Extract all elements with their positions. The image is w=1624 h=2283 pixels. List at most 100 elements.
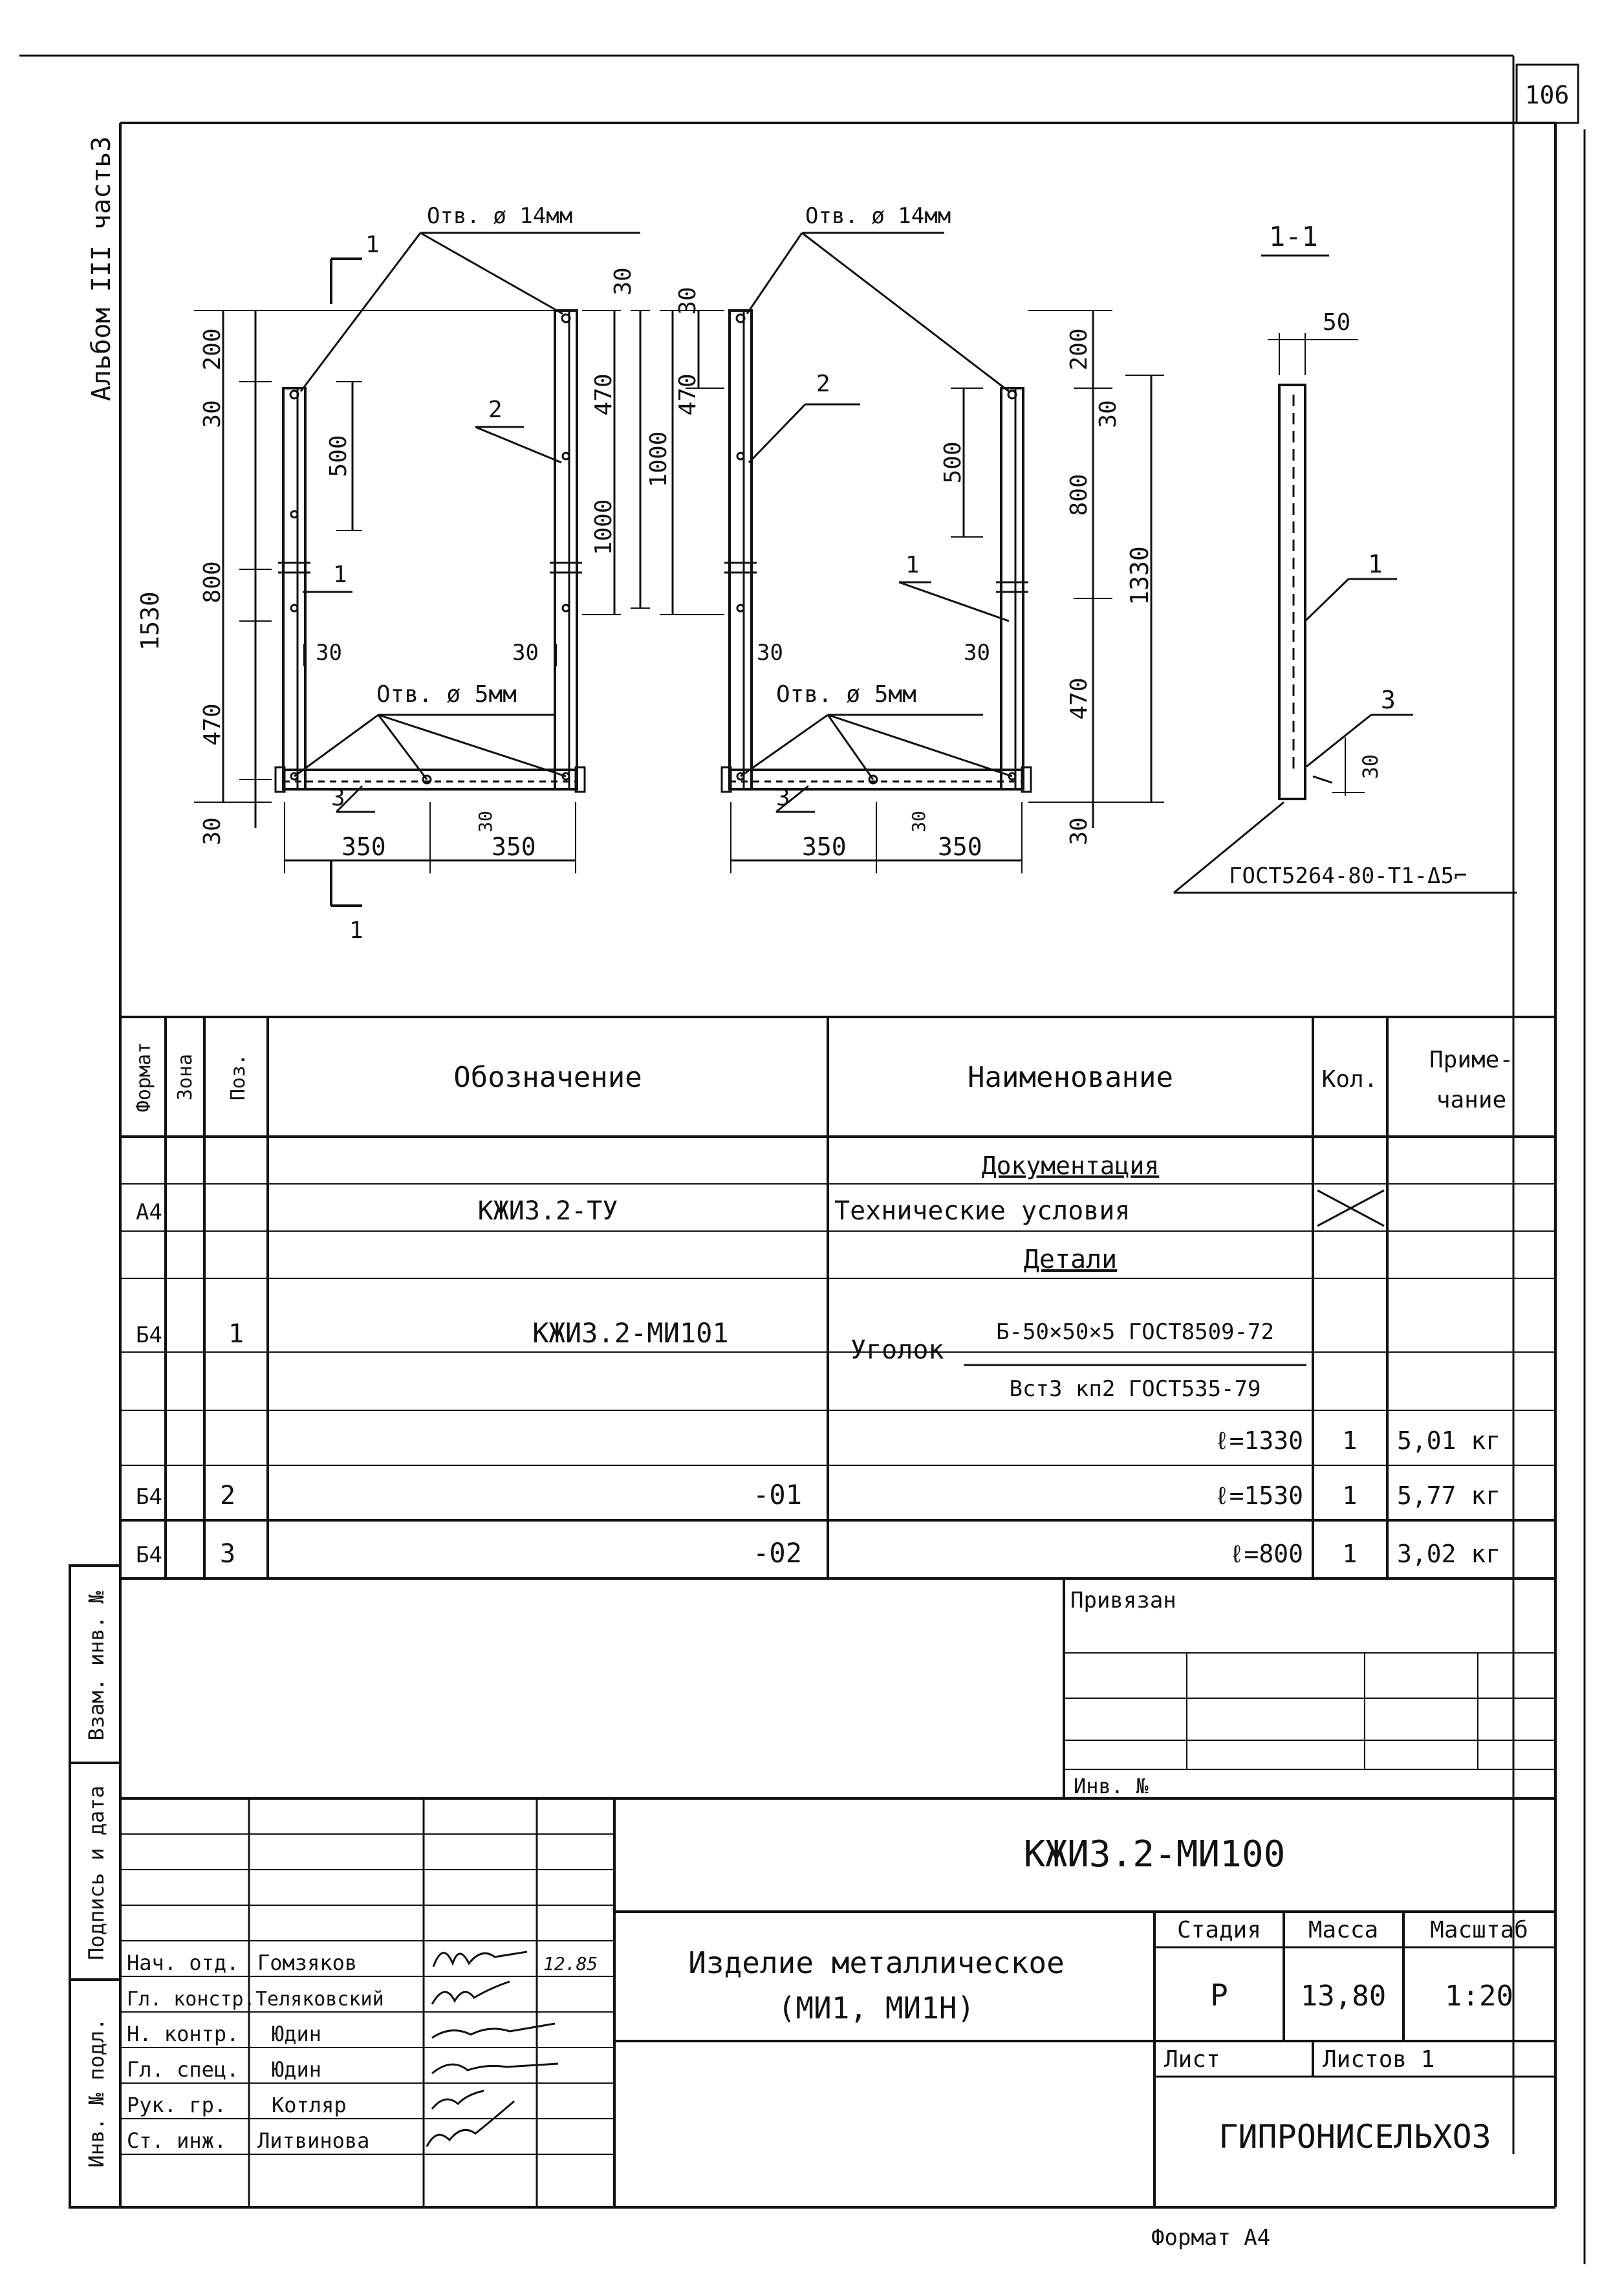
signer-role-3: Н. контр. [127, 2022, 239, 2046]
row-1-name: Технические условия [834, 1196, 1131, 1226]
dim-30-left-b: 30 [512, 640, 539, 666]
dim-470-r2: 470 [1066, 677, 1092, 719]
col-qty-header: Кол. [1322, 1066, 1378, 1093]
weld-note: ГОСТ5264-80-Т1-Δ5⌐ [1229, 863, 1467, 889]
section-1-1 [1173, 254, 1517, 894]
dim-1000-left: 1000 [590, 499, 617, 556]
section-1-1-labels: 1-1 50 1 3 30 ГОСТ5264-80-Т1-Δ5⌐ [1229, 221, 1467, 889]
row-2-name-top: Б-50×50×5 ГОСТ8509-72 [996, 1319, 1274, 1345]
row-3-name: ℓ=1330 [1215, 1426, 1303, 1455]
dim-30-r-a: 30 [757, 640, 783, 666]
handwritten-signatures [426, 1950, 559, 2147]
dim-350-left-a: 350 [341, 833, 386, 861]
dim-30-r-bottom: 30 [1066, 817, 1092, 845]
col-format-header: Формат [133, 1042, 155, 1112]
dim-500-r: 500 [940, 441, 966, 483]
dim-500-left: 500 [325, 435, 352, 477]
title-block-main: КЖИ3.2-МИ100 Изделие металлическое (МИ1,… [688, 1833, 1528, 2156]
dim-30-left-top: 30 [199, 400, 226, 428]
dim-1000-r: 1000 [645, 431, 672, 488]
dim-1530: 1530 [136, 591, 164, 651]
dim-30-r-b: 30 [964, 640, 990, 666]
format-label: Формат А4 [1151, 2225, 1270, 2251]
col-note-header-2: чание [1436, 1087, 1506, 1113]
signature-date-stamp: Подпись и дата [84, 1786, 109, 1960]
dim-800-left: 800 [199, 561, 226, 603]
row-5-pos: 3 [220, 1539, 235, 1569]
organization-name: ГИПРОНИСЕЛЬХОЗ [1218, 2118, 1491, 2156]
album-label: Альбом III часть3 [87, 137, 116, 401]
pos-1-label-left: 1 [333, 562, 347, 588]
dim-30-section: 30 [1358, 754, 1383, 780]
dim-30-r-right: 30 [1095, 400, 1121, 428]
spec-table-body: Документация Детали А4 КЖИ3.2-ТУ Техниче… [136, 1152, 1500, 1511]
row-2-pos: 1 [228, 1319, 244, 1349]
view-left [194, 232, 650, 907]
section-title: 1-1 [1269, 221, 1318, 252]
section-mark-bottom: 1 [349, 917, 363, 944]
pos-1-label-section: 1 [1368, 550, 1383, 578]
row-4-designation: -01 [753, 1479, 802, 1511]
col-pos-header: Поз. [227, 1054, 250, 1100]
dim-350-r-a: 350 [802, 833, 847, 861]
hole-5-label-right: Отв. ø 5мм [776, 681, 916, 708]
dim-470-r: 470 [675, 373, 701, 415]
row-5-format: Б4 [136, 1542, 162, 1568]
section-parts: Детали [1024, 1245, 1118, 1274]
row-4-note: 5,77 кг [1397, 1481, 1500, 1510]
dim-350-r-b: 350 [938, 833, 982, 861]
title-block-signers: Нач. отд. Гомзяков Гл. констр. Теляковск… [127, 1950, 598, 2153]
dim-470-right: 470 [590, 373, 617, 415]
attached-label: Привязан [1070, 1588, 1176, 1613]
hole-5-label-left: Отв. ø 5мм [376, 681, 517, 708]
dim-50: 50 [1323, 309, 1350, 336]
spec-table-header: Формат Зона Поз. Обозначение Наименовани… [133, 1042, 1513, 1113]
pos-3-label-right: 3 [776, 785, 790, 811]
item-name-line-2: (МИ1, МИ1Н) [778, 1991, 975, 2026]
item-name-line-1: Изделие металлическое [688, 1945, 1065, 1980]
row-2-designation: КЖИ3.2-МИ101 [532, 1317, 728, 1349]
col-zone-header: Зона [174, 1054, 197, 1100]
signer-role-5: Рук. гр. [127, 2093, 226, 2117]
binding-inv-label: Инв. № [1074, 1774, 1149, 1798]
side-stamp-column [69, 1564, 122, 2209]
hole-14-label-right: Отв. ø 14мм [805, 203, 951, 229]
row-5-name: ℓ=800 [1229, 1540, 1303, 1568]
pos-1-label-right: 1 [905, 552, 920, 578]
mass-value: 13,80 [1301, 1980, 1386, 2013]
col-name-header: Наименование [968, 1061, 1173, 1094]
row-2-format: Б4 [136, 1322, 162, 1348]
pos-3-label-left: 3 [331, 785, 345, 811]
signer-name-4: Юдин [272, 2057, 321, 2082]
dim-470-left: 470 [199, 703, 226, 745]
signer-role-2: Гл. констр. [127, 1988, 255, 2011]
drawing-code: КЖИ3.2-МИ100 [1024, 1833, 1286, 1875]
row-1-format: А4 [136, 1199, 162, 1225]
section-documentation: Документация [982, 1152, 1160, 1180]
dim-1330: 1330 [1125, 546, 1154, 606]
hole-14-label-left: Отв. ø 14мм [427, 203, 572, 229]
row-4-pos: 2 [220, 1481, 235, 1511]
dim-30-bottom-mid: 30 [475, 811, 496, 833]
view-right-labels: Отв. ø 14мм Отв. ø 5мм 2 1 3 30 470 1000… [645, 203, 1154, 861]
dim-30-r-top: 30 [675, 287, 701, 314]
signer-role-4: Гл. спец. [127, 2057, 239, 2082]
row-4-format: Б4 [136, 1484, 162, 1510]
title-block-grid [120, 1797, 1555, 2207]
row-3-note: 5,01 кг [1397, 1426, 1500, 1455]
sign-date: 12.85 [543, 1953, 598, 1974]
signer-name-2: Теляковский [255, 1988, 384, 2011]
view-right [660, 232, 1164, 873]
page-number: 106 [1525, 81, 1570, 109]
scale-value: 1:20 [1445, 1980, 1513, 2013]
replace-inv-stamp: Взам. инв. № [84, 1591, 109, 1741]
dim-800-r: 800 [1066, 474, 1092, 516]
pos-2-label-left: 2 [488, 397, 503, 423]
spec-last-row-and-binding [120, 1520, 1555, 1798]
sheets-label: Листов 1 [1323, 2046, 1435, 2073]
signer-role-1: Нач. отд. [127, 1950, 239, 1975]
spec-last-row-text: Б4 3 -02 ℓ=800 1 3,02 кг Привязан Инв. № [136, 1537, 1500, 1798]
row-5-designation: -02 [753, 1537, 802, 1569]
signer-role-6: Ст. инж. [127, 2128, 226, 2153]
row-3-qty: 1 [1343, 1426, 1358, 1455]
